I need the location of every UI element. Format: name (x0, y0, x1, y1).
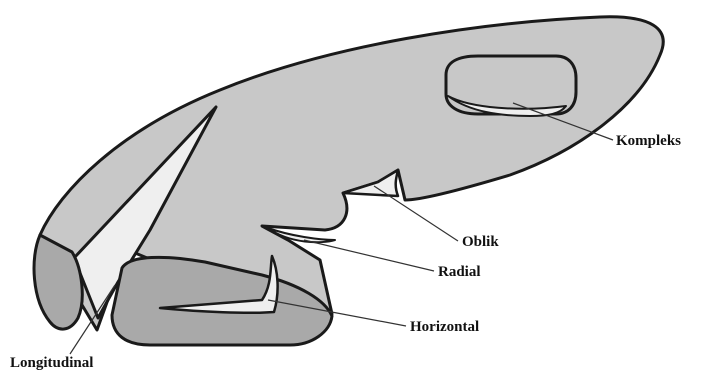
label-horizontal: Horizontal (410, 320, 479, 335)
label-radial: Radial (438, 265, 481, 280)
leader-radial (304, 240, 434, 271)
label-kompleks: Kompleks (616, 134, 681, 149)
label-oblik: Oblik (462, 235, 499, 250)
label-longitudinal: Longitudinal (10, 356, 93, 371)
